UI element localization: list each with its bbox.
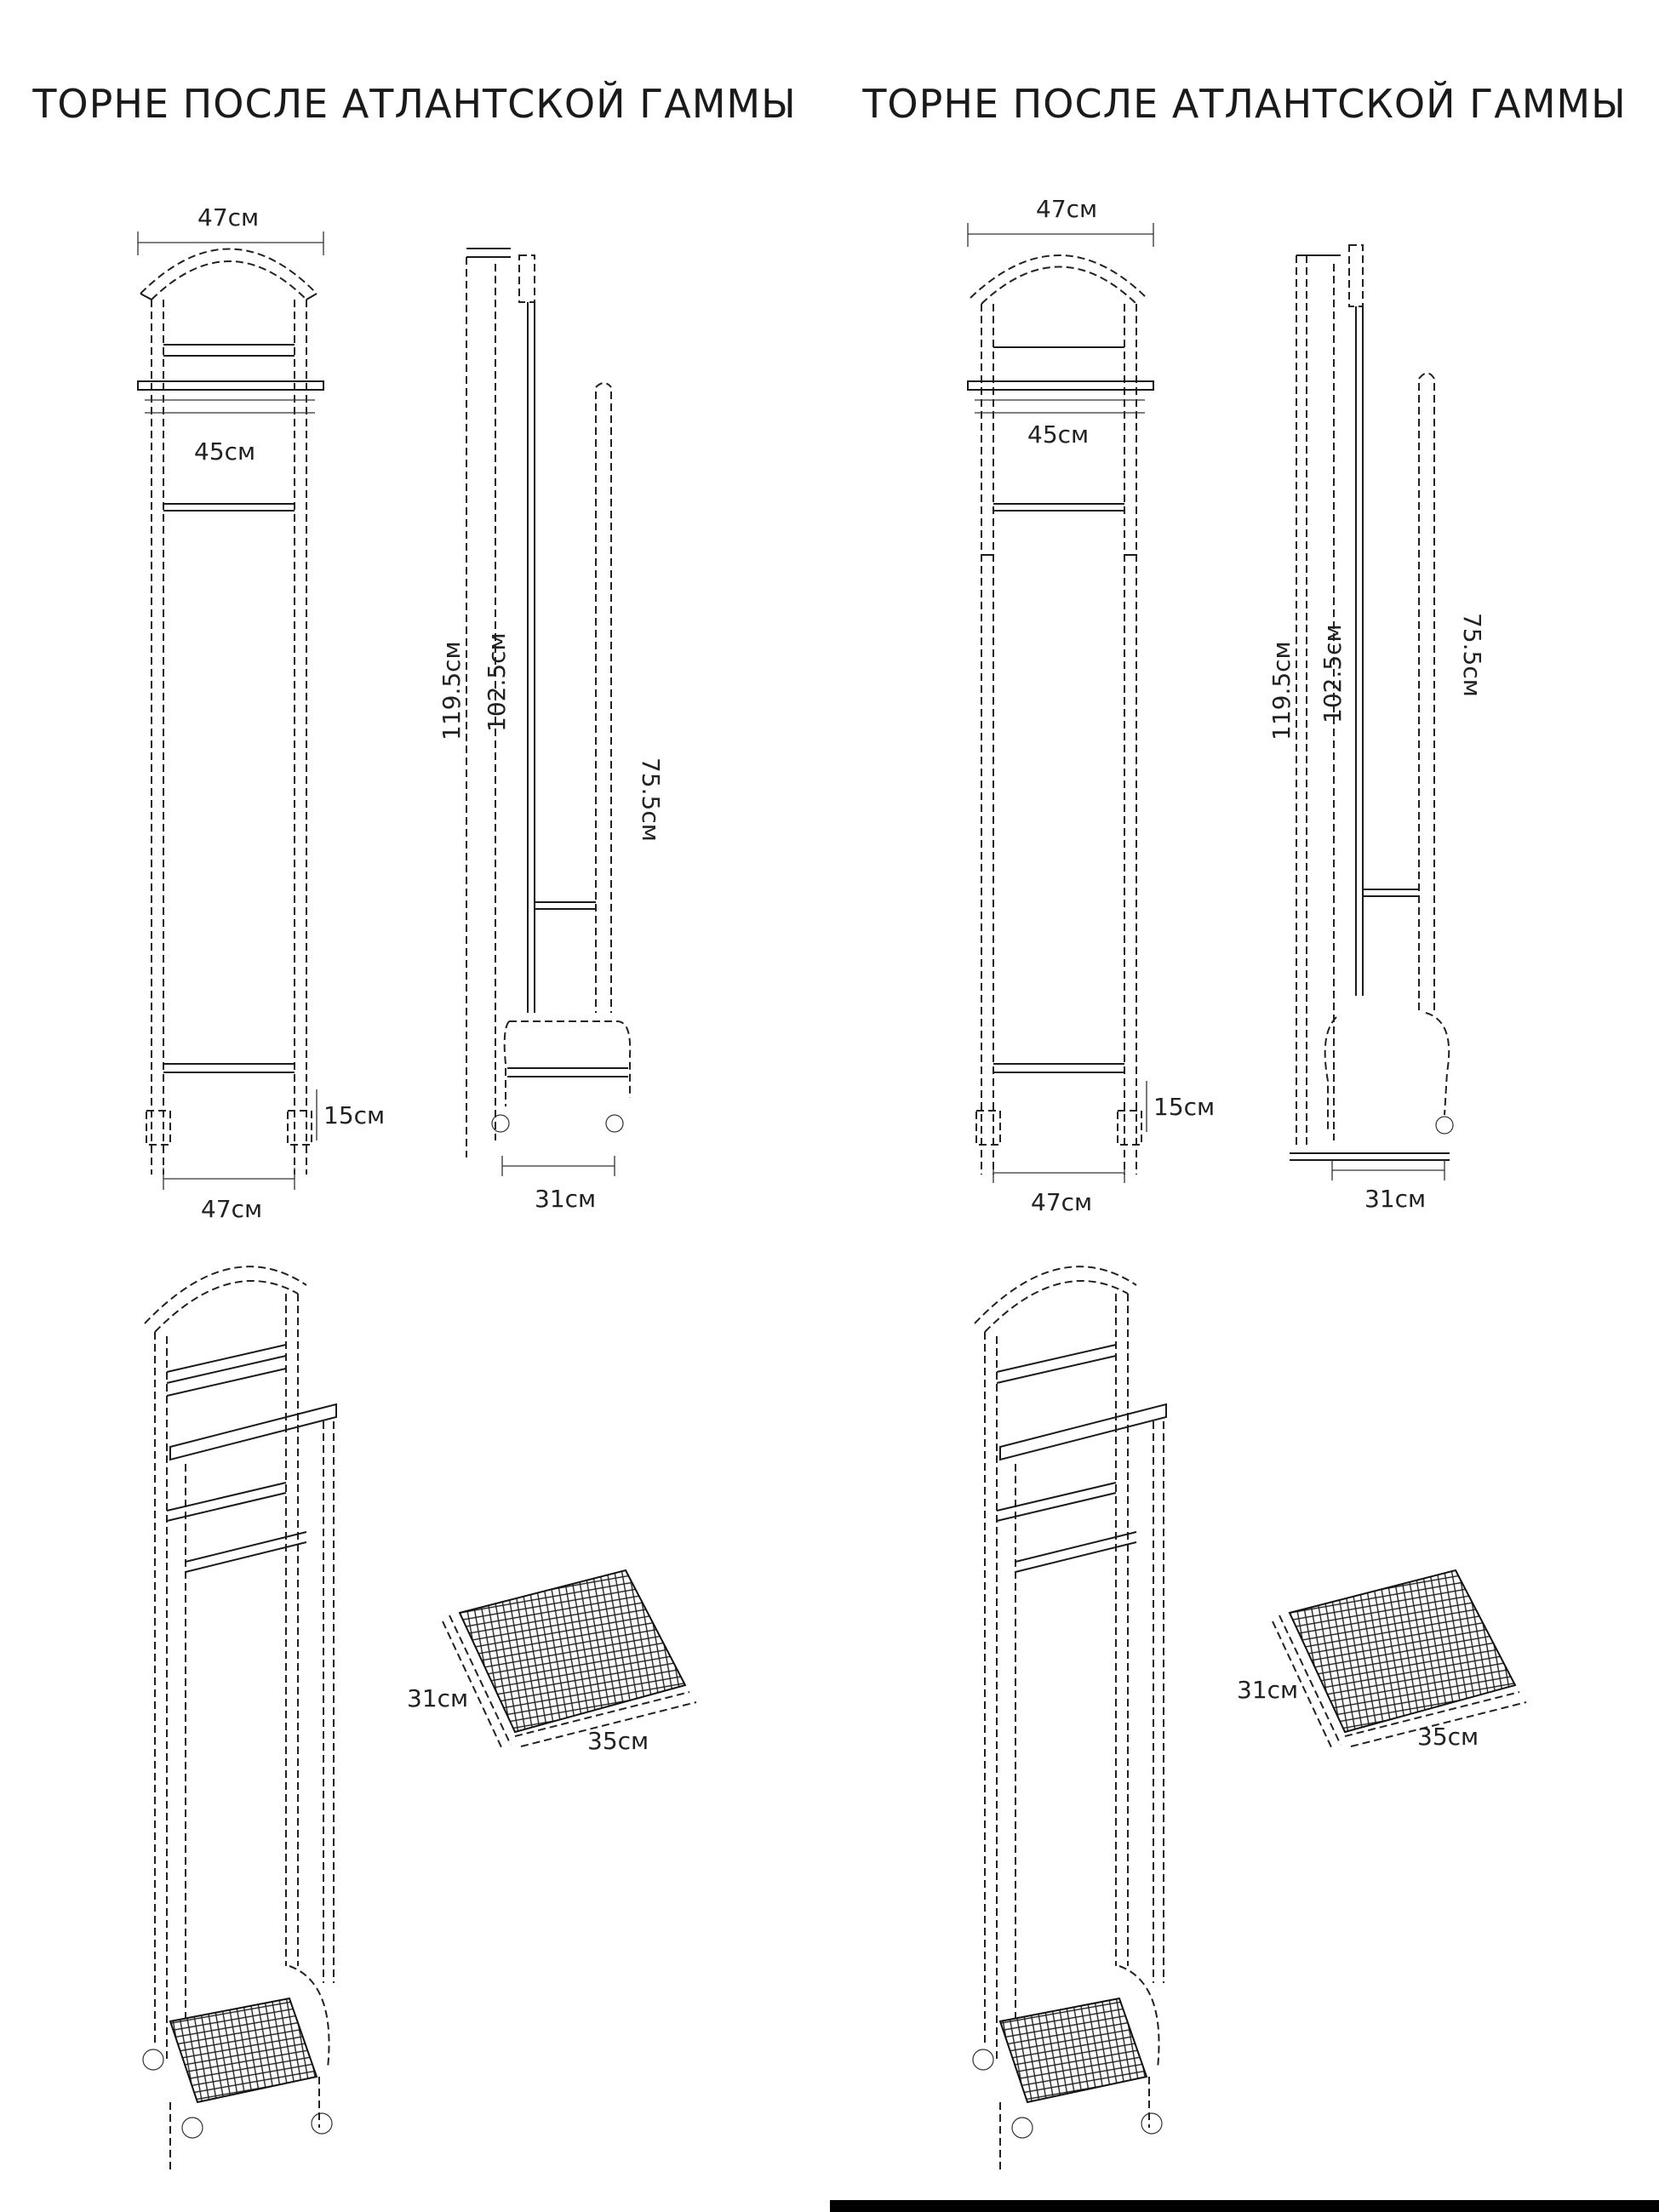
height-mid-label: 102.5см: [1319, 624, 1347, 723]
front-view: 47см 45см 15см 47см: [967, 195, 1215, 1216]
panel-title: ТОРНЕ ПОСЛЕ АТЛАНТСКОЙ ГАММЫ: [862, 81, 1627, 127]
bottom-width-label: 47см: [1031, 1188, 1092, 1216]
technical-drawing: 47см 45см 15см: [137, 203, 697, 2170]
mesh-width-label: 35см: [587, 1727, 649, 1755]
height-mid-label: 102.5см: [483, 632, 511, 732]
panel-right: ТОРНЕ ПОСЛЕ АТЛАНТСКОЙ ГАММЫ 47см 45см: [830, 0, 1659, 2212]
shelf-width-label: 45см: [194, 437, 255, 466]
panel-title: ТОРНЕ ПОСЛЕ АТЛАНТСКОЙ ГАММЫ: [32, 81, 797, 127]
wheel-height-label: 15см: [323, 1101, 385, 1129]
mesh-depth-label: 31см: [407, 1684, 468, 1712]
top-width-label: 47см: [197, 203, 259, 231]
height-total-label: 119.5см: [438, 641, 466, 740]
height-back-label: 75.5см: [637, 757, 665, 842]
side-view: 119.5см 102.5см 75.5см 31см: [1267, 244, 1486, 1213]
height-total-label: 119.5см: [1267, 641, 1296, 740]
panel-left: ТОРНЕ ПОСЛЕ АТЛАНТСКОЙ ГАММЫ 47см 4: [0, 0, 829, 2212]
mesh-tray-detail: 31см 35см: [1237, 1569, 1527, 1751]
bottom-width-label: 47см: [201, 1195, 262, 1223]
shelf-width-label: 45см: [1027, 420, 1089, 449]
mesh-tray-detail: 31см 35см: [407, 1569, 697, 1755]
isometric-view: [142, 1266, 337, 2170]
height-back-label: 75.5см: [1458, 613, 1486, 697]
top-width-label: 47см: [1036, 195, 1097, 223]
wheel-height-label: 15см: [1153, 1093, 1215, 1121]
depth-label: 31см: [535, 1185, 596, 1213]
mesh-depth-label: 31см: [1237, 1676, 1298, 1704]
side-view: 119.5см 102.5см 75.5см 31см: [438, 248, 665, 1213]
depth-label: 31см: [1364, 1185, 1426, 1213]
technical-drawing: 47см 45см 15см 47см: [967, 195, 1527, 2170]
isometric-view: [972, 1266, 1167, 2170]
bottom-bar: [830, 2200, 1659, 2212]
mesh-width-label: 35см: [1417, 1723, 1479, 1751]
front-view: 47см 45см 15см: [137, 203, 385, 1223]
